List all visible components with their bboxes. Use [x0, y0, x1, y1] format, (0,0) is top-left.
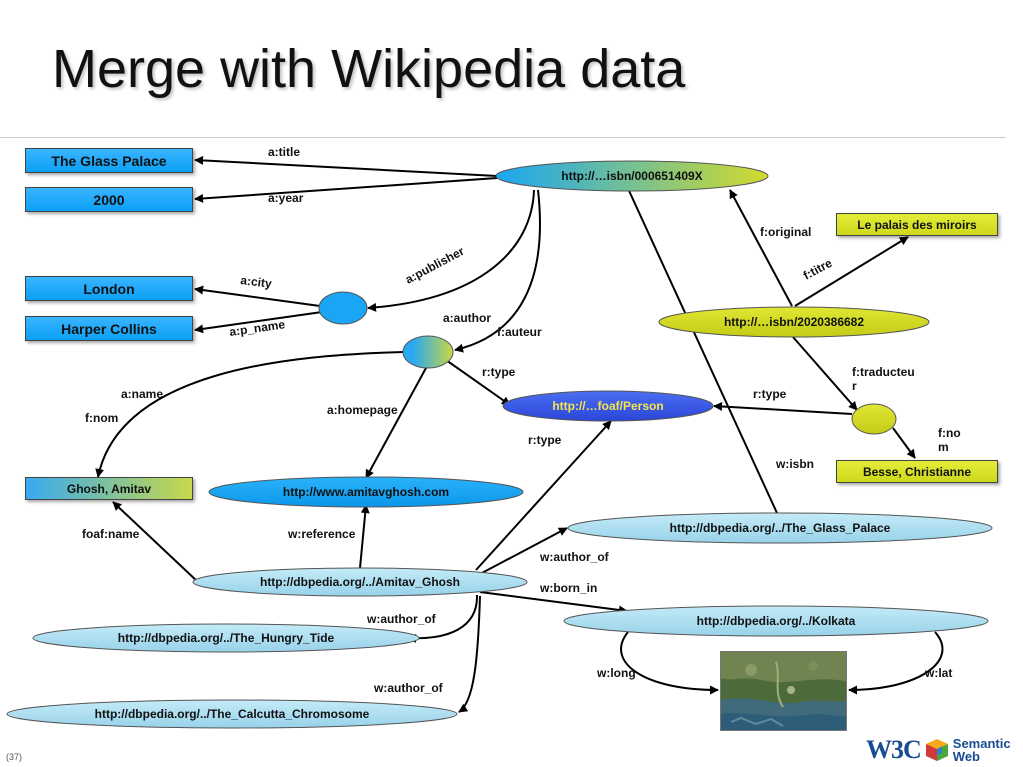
node-translator-blank: [851, 403, 897, 435]
edge-w-born-in: [479, 591, 628, 615]
node-isbn-2020386682-label: http://…isbn/2020386682: [724, 315, 864, 329]
w3c-semantic-web-logo: W3C Semantic Web: [866, 735, 1011, 764]
semantic-web-line2: Web: [952, 749, 980, 764]
edge-r-type-dbp: [475, 420, 612, 571]
label-a-year: a:year: [268, 191, 304, 205]
node-dbp-hungry-tide: http://dbpedia.org/../The_Hungry_Tide: [32, 623, 420, 653]
node-london: London: [25, 276, 193, 301]
semantic-web-text: Semantic Web: [953, 737, 1011, 763]
edge-r-type-translator: [713, 401, 853, 415]
edge-f-titre: [794, 236, 909, 307]
node-author-blank: [402, 335, 454, 369]
kolkata-satellite-map: [720, 651, 847, 731]
page-number: (37): [6, 752, 23, 762]
edge-a-title: [194, 155, 498, 177]
node-foaf-person: http://…foaf/Person: [502, 390, 714, 422]
node-amitavghosh-com-label: http://www.amitavghosh.com: [283, 485, 449, 499]
node-dbp-hungry-tide-label: http://dbpedia.org/../The_Hungry_Tide: [118, 631, 335, 645]
edge-w-author-of-glass: [479, 527, 568, 575]
edge-w-reference: [359, 504, 370, 569]
label-w-author-of-calcutta: w:author_of: [373, 681, 444, 695]
label-f-original: f:original: [760, 225, 811, 239]
node-isbn-000651409x-label: http://…isbn/000651409X: [561, 169, 702, 183]
label-a-city: a:city: [240, 273, 273, 291]
edge-w-author-of-calcutta: [458, 595, 481, 713]
label-foaf-name: foaf:name: [82, 527, 140, 541]
label-w-reference: w:reference: [287, 527, 356, 541]
node-dbp-amitav: http://dbpedia.org/../Amitav_Ghosh: [192, 567, 528, 597]
node-glass-palace: The Glass Palace: [25, 148, 193, 173]
edge-foaf-name: [112, 501, 199, 583]
label-a-author: a:author: [443, 311, 491, 325]
edge-f-nom-right: [892, 427, 916, 459]
label-f-nom-right-line2: m: [938, 440, 949, 454]
semantic-web-cube-icon: [925, 739, 948, 761]
edge-a-author: [454, 189, 541, 353]
edge-a-homepage: [365, 367, 427, 479]
edge-a-publisher: [367, 189, 535, 312]
label-f-nom-left: f:nom: [85, 411, 118, 425]
edge-w-isbn: [624, 181, 778, 514]
label-f-traducteur-line1: f:traducteu: [852, 365, 915, 379]
label-r-type-translator: r:type: [753, 387, 787, 401]
edge-f-original: [729, 189, 793, 307]
label-f-titre: f:titre: [801, 256, 835, 283]
label-f-nom-right-line1: f:no: [938, 426, 961, 440]
node-dbp-glass-palace: http://dbpedia.org/../The_Glass_Palace: [567, 512, 993, 544]
node-besse: Besse, Christianne: [836, 460, 998, 483]
graph-edges: [95, 155, 944, 713]
node-isbn-000651409x: http://…isbn/000651409X: [495, 160, 769, 192]
label-w-lat: w:lat: [924, 666, 952, 680]
label-a-publisher: a:publisher: [403, 244, 467, 287]
node-ghosh-amitav: Ghosh, Amitav: [25, 477, 193, 500]
label-w-isbn: w:isbn: [775, 457, 814, 471]
node-harper-collins: Harper Collins: [25, 316, 193, 341]
node-le-palais: Le palais des miroirs: [836, 213, 998, 236]
node-dbp-amitav-label: http://dbpedia.org/../Amitav_Ghosh: [260, 575, 460, 589]
edge-a-name: [95, 351, 405, 478]
w3c-wordmark: W3C: [866, 735, 922, 764]
label-w-author-of-glass: w:author_of: [539, 550, 610, 564]
node-dbp-glass-palace-label: http://dbpedia.org/../The_Glass_Palace: [670, 521, 891, 535]
edge-w-lat: [848, 631, 944, 695]
node-dbp-kolkata: http://dbpedia.org/../Kolkata: [563, 605, 989, 637]
label-f-traducteur-line2: r: [852, 379, 857, 393]
label-a-name: a:name: [121, 387, 163, 401]
label-w-born-in: w:born_in: [539, 581, 597, 595]
label-a-p-name: a:p_name: [228, 317, 286, 339]
label-w-author-of-tide: w:author_of: [366, 612, 437, 626]
node-publisher-blank: [318, 291, 368, 325]
title-divider: [0, 137, 1006, 138]
node-amitavghosh-com: http://www.amitavghosh.com: [208, 476, 524, 508]
node-year-2000: 2000: [25, 187, 193, 212]
label-a-homepage: a:homepage: [327, 403, 398, 417]
edge-a-year: [194, 177, 498, 203]
edge-w-author-of-tide: [407, 594, 479, 643]
node-foaf-person-label: http://…foaf/Person: [552, 399, 663, 413]
label-a-title: a:title: [268, 145, 300, 159]
slide-title: Merge with Wikipedia data: [52, 39, 686, 99]
edge-w-long: [620, 631, 719, 695]
node-dbp-kolkata-label: http://dbpedia.org/../Kolkata: [697, 614, 856, 628]
edge-r-type-author: [445, 359, 511, 406]
label-r-type-author: r:type: [482, 365, 516, 379]
label-r-type-dbp: r:type: [528, 433, 562, 447]
node-dbp-calcutta: http://dbpedia.org/../The_Calcutta_Chrom…: [6, 699, 458, 729]
semantic-web-line1: Semantic: [952, 736, 1011, 751]
label-w-long: w:long: [596, 666, 636, 680]
edge-a-city: [194, 285, 321, 307]
edge-f-traducteur: [792, 336, 858, 411]
node-dbp-calcutta-label: http://dbpedia.org/../The_Calcutta_Chrom…: [95, 707, 370, 721]
label-f-auteur: f:auteur: [497, 325, 542, 339]
edge-a-p-name: [194, 311, 323, 334]
node-isbn-2020386682: http://…isbn/2020386682: [658, 306, 930, 338]
